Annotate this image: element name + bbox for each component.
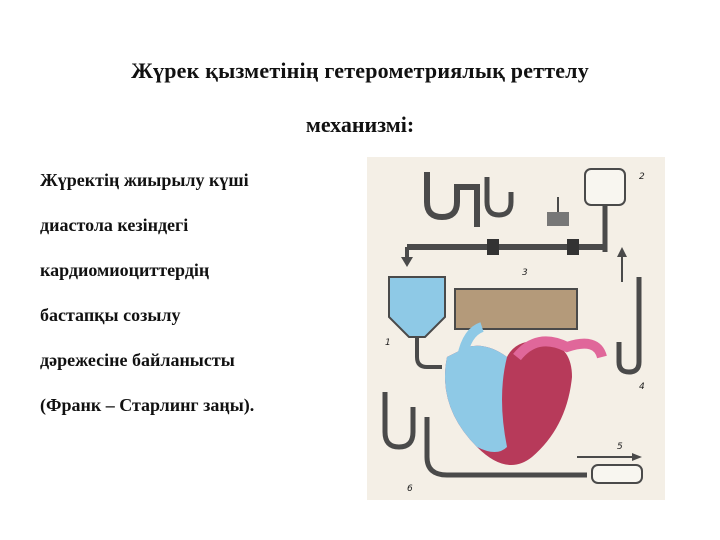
connector-left bbox=[487, 239, 499, 255]
clamp-block bbox=[547, 212, 569, 226]
label-5: 5 bbox=[617, 442, 623, 452]
arrow-down-head bbox=[401, 257, 413, 267]
vena-cava bbox=[457, 322, 484, 359]
body-line-6: (Франк – Старлинг заңы). bbox=[40, 395, 255, 415]
venous-reservoir-1 bbox=[388, 276, 446, 338]
label-1: 1 bbox=[385, 338, 391, 348]
label-2: 2 bbox=[639, 172, 645, 182]
body-line-2: диастола кезіндегі bbox=[40, 215, 189, 235]
flowmeter-5 bbox=[591, 464, 643, 484]
resistance-block-3 bbox=[454, 288, 578, 330]
top-u-tube bbox=[484, 177, 514, 218]
reservoir-2 bbox=[584, 168, 626, 206]
flow-arrow-head bbox=[632, 453, 642, 461]
body-line-1: Жүректің жиырылу күші bbox=[40, 170, 249, 190]
body-line-4: бастапқы созылу bbox=[40, 305, 181, 325]
arrow-up-head bbox=[617, 247, 627, 257]
body-line-3: кардиомиоциттердің bbox=[40, 260, 210, 280]
manometer-6 bbox=[382, 392, 416, 450]
label-4: 4 bbox=[639, 382, 645, 392]
aorta bbox=[513, 336, 607, 361]
slide-title-line-1: Жүрек қызметінің гетерометриялық реттелу bbox=[131, 58, 589, 83]
label-6: 6 bbox=[407, 484, 413, 494]
body-line-5: дәрежесіне байланысты bbox=[40, 350, 235, 370]
connector-right bbox=[567, 239, 579, 255]
heart-lung-preparation-figure: 2 3 1 4 5 6 bbox=[367, 157, 665, 500]
starling-apparatus-diagram: 2 3 1 4 5 6 bbox=[367, 157, 665, 500]
slide-title-line-2: механизмі: bbox=[305, 112, 415, 137]
label-3: 3 bbox=[522, 268, 528, 278]
heart-right-side bbox=[445, 345, 507, 452]
manometer-4 bbox=[616, 277, 642, 375]
bottom-return-tube bbox=[424, 417, 587, 478]
venous-inflow-tube bbox=[415, 337, 442, 369]
top-manometer-tube bbox=[424, 172, 480, 227]
